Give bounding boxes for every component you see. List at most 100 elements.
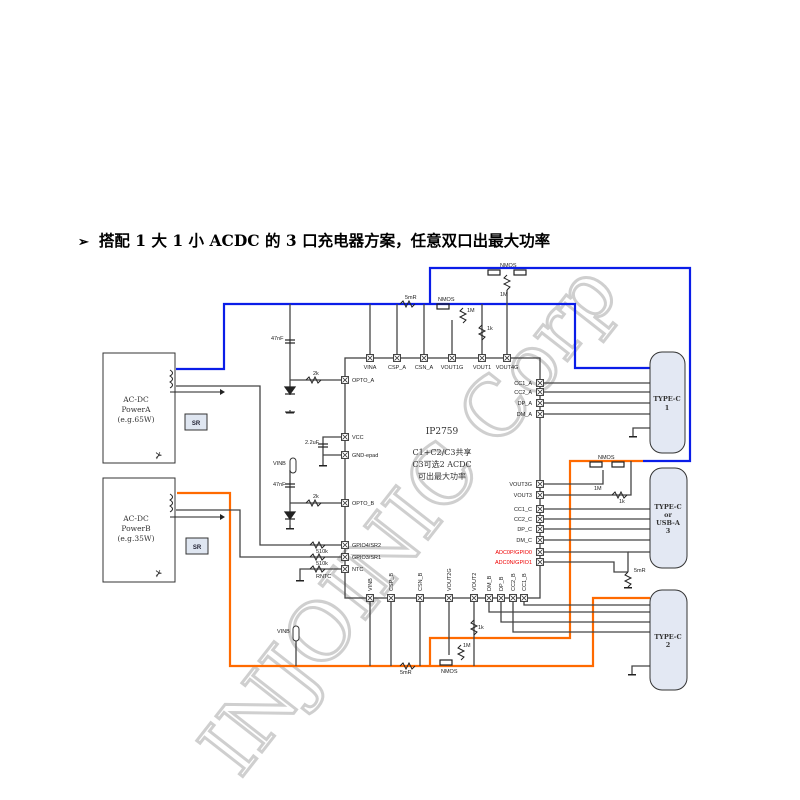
- acdc-power-a-block: [102, 352, 176, 464]
- label-c-vcc: 2.2uF: [305, 440, 320, 446]
- ic-note-1: C1+C2/C3共享: [412, 447, 471, 457]
- resistor-1m-top: [502, 274, 512, 291]
- ic-pin-label: VOUT1G: [441, 365, 464, 371]
- port-c3-line4: 3: [666, 527, 671, 535]
- ic-pin-cross-icon: [537, 526, 543, 532]
- ic-pin-label: CC1_C: [514, 507, 532, 513]
- label-r-sense-a: 5mR: [405, 295, 417, 301]
- ic-pin-cross-icon: [498, 595, 504, 601]
- ic-name: IP2759: [426, 427, 459, 437]
- port-c2-line1: TYPE-C: [654, 633, 681, 641]
- ic-pin-label: VOUT1: [473, 365, 491, 371]
- label-r-c3-1m: 1M: [594, 486, 602, 492]
- ic-pin-cross-icon: [342, 377, 348, 383]
- ic-pin-label: OPTO_B: [352, 501, 375, 507]
- label-r-vout2: 1k: [478, 625, 484, 631]
- power-a-line3: (e.g.65W): [117, 415, 154, 424]
- ic-pin-label: VOUT4G: [496, 365, 519, 371]
- component-labels: 5mR NMOS 1M NMOS 1M 1k 47nF 2k 2.2uF VIN…: [271, 263, 646, 676]
- resistor-2k-a: [305, 375, 322, 385]
- ic-pin-label: DM_A: [517, 412, 533, 418]
- vinb-probe-bottom: [292, 625, 300, 642]
- transformer-b-icon: [169, 493, 173, 513]
- ic-pin-cross-icon: [537, 380, 543, 386]
- resistor-5mr-c3: [623, 571, 633, 588]
- ic-pin-cross-icon: [510, 595, 516, 601]
- power-b-line2: PowerB: [121, 524, 151, 533]
- port-c3-line1: TYPE-C: [654, 503, 681, 511]
- label-r-opto-a: 2k: [313, 371, 319, 377]
- optocoupler-a-icon: ⊁: [155, 450, 163, 460]
- power-a-line1: AC-DC: [122, 395, 149, 404]
- resistor-1k-vout2: [469, 619, 479, 636]
- label-r-top: 1M: [500, 292, 508, 298]
- ic-pin-cross-icon: [342, 452, 348, 458]
- ic-pin-cross-icon: [537, 549, 543, 555]
- ic-pin-cross-icon: [521, 595, 527, 601]
- label-nmos-a: NMOS: [438, 297, 455, 303]
- ic-pin-label: ADC0N/GPIO1: [495, 560, 532, 566]
- top-wires: [176, 290, 650, 674]
- ic-pin-label: DP_A: [518, 401, 533, 407]
- vbus-b-wire: [177, 491, 650, 668]
- ic-pin-cross-icon: [486, 595, 492, 601]
- ic-pin-cross-icon: [537, 389, 543, 395]
- misc-components: [283, 269, 625, 666]
- ic-pin-label: VINA: [364, 365, 377, 371]
- label-r-opto-b: 2k: [313, 494, 319, 500]
- bullet-arrow-icon: ➢: [78, 235, 89, 250]
- ic-pin-cross-icon: [537, 537, 543, 543]
- label-r-c3-sense: 5mR: [634, 568, 646, 574]
- ic-pin-label: GPIO3/SR1: [352, 555, 381, 561]
- ic-pin-cross-icon: [537, 559, 543, 565]
- ic-pin-label: CSP_B: [389, 573, 395, 591]
- ic-pin-cross-icon: [479, 355, 485, 361]
- ic-note-2: C3可选2 ACDC: [412, 459, 471, 469]
- ic-pin-cross-icon: [537, 411, 543, 417]
- label-c-opto-b: 47nF: [273, 482, 286, 488]
- ic-pin-cross-icon: [388, 595, 394, 601]
- vbus-a-wire: [176, 302, 650, 371]
- ic-pin-cross-icon: [537, 506, 543, 512]
- port-c1-line2: 1: [665, 404, 670, 412]
- ic-pin-label: CC1_A: [514, 381, 532, 387]
- label-nmos-b: NMOS: [441, 669, 458, 675]
- vbus-port1-wire: [428, 266, 692, 463]
- ic-pin-label: VOUT3: [514, 493, 532, 499]
- ic-pin-cross-icon: [342, 566, 348, 572]
- ic-pin-label: CC1_B: [522, 573, 528, 591]
- ic-pin-label: VOUT3G: [509, 482, 532, 488]
- sr-b-label: SR: [193, 545, 202, 551]
- label-r-sense-b: 5mR: [400, 670, 412, 676]
- power-a-line2: PowerA: [121, 405, 151, 414]
- ic-pin-label: CSN_B: [418, 572, 424, 591]
- ic-pin-cross-icon: [342, 500, 348, 506]
- ic-pin-cross-icon: [537, 481, 543, 487]
- label-r-b-1m: 1M: [463, 643, 471, 649]
- ic-pin-label: DM_C: [516, 538, 532, 544]
- resistor-510k-2: [309, 552, 326, 562]
- port-c3-line2: or: [664, 511, 672, 519]
- port-c1-line1: TYPE-C: [653, 395, 680, 403]
- vbus-port3-wire: [428, 459, 643, 666]
- ic-pin-cross-icon: [504, 355, 510, 361]
- port-c3-line3: USB-A: [656, 519, 681, 527]
- ic-pin-label: OPTO_A: [352, 378, 375, 384]
- port-type-c-1: [649, 351, 686, 454]
- label-c-opto-a: 47nF: [271, 336, 284, 342]
- ground-icons: [286, 412, 637, 676]
- resistor-1m-b: [456, 644, 466, 661]
- label-vinb-bottom: VINB: [277, 629, 290, 635]
- resistor-1m-a: [458, 307, 468, 324]
- resistor-5mr-a: [399, 299, 416, 309]
- ic-pin-label: CC2_C: [514, 517, 532, 523]
- ic-pin-label: VOUT2: [472, 573, 478, 591]
- label-nmos-c3: NMOS: [598, 455, 615, 461]
- vinb-probe-left: [289, 457, 297, 474]
- heading-text: 搭配 1 大 1 小 ACDC 的 3 口充电器方案，任意双口出最大功率: [98, 231, 551, 250]
- ic-pin-cross-icon: [537, 492, 543, 498]
- ic-pin-label: DM_B: [487, 575, 493, 591]
- resistor-1k-vout1: [477, 324, 487, 341]
- section-heading: ➢ 搭配 1 大 1 小 ACDC 的 3 口充电器方案，任意双口出最大功率: [78, 229, 550, 251]
